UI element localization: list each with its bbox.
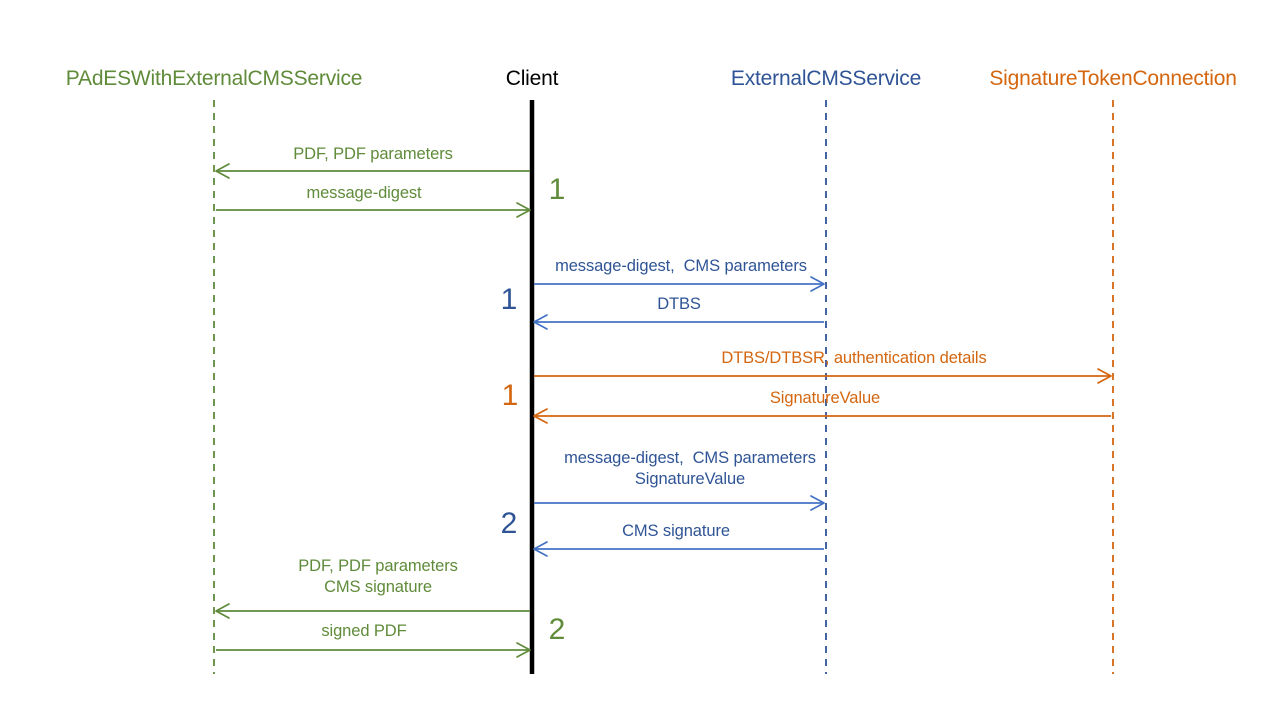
step-number-s3: 1: [501, 379, 519, 412]
actor-label-client: Client: [505, 67, 559, 90]
message-label-m2: message-digest: [306, 184, 422, 202]
actor-label-token: SignatureTokenConnection: [989, 67, 1237, 90]
arrowhead-m8: [533, 541, 548, 557]
message-m8: [533, 541, 824, 557]
message-m10: [216, 642, 531, 658]
actor-label-ecms: ExternalCMSService: [730, 67, 922, 90]
arrowhead-m9: [215, 603, 230, 619]
arrowhead-m6: [533, 408, 548, 424]
step-number-s2: 1: [500, 283, 518, 316]
message-label-m5: DTBS/DTBSR, authentication details: [721, 349, 987, 367]
message-label-m8: CMS signature: [622, 522, 730, 540]
message-m2: [216, 202, 531, 218]
step-number-s1: 1: [548, 173, 566, 206]
message-m4: [533, 314, 824, 330]
message-label-m6: SignatureValue: [769, 389, 881, 407]
actor-label-pades: PAdESWithExternalCMSService: [65, 67, 363, 90]
arrowhead-m3: [810, 276, 825, 292]
arrowhead-m4: [533, 314, 548, 330]
message-label-m7: message-digest, CMS parameters Signature…: [564, 449, 816, 488]
message-m3: [534, 276, 825, 292]
arrowhead-m2: [516, 202, 531, 218]
message-label-m9: PDF, PDF parameters CMS signature: [298, 557, 458, 596]
arrowhead-m5: [1097, 368, 1112, 384]
message-m1: [215, 163, 530, 179]
message-m7: [534, 495, 825, 511]
step-number-s5: 2: [548, 613, 566, 646]
arrowhead-m7: [810, 495, 825, 511]
message-label-m3: message-digest, CMS parameters: [555, 257, 807, 275]
arrowhead-m1: [215, 163, 230, 179]
arrowhead-m10: [516, 642, 531, 658]
step-number-s4: 2: [500, 507, 518, 540]
message-m6: [533, 408, 1111, 424]
message-label-m1: PDF, PDF parameters: [293, 145, 453, 163]
message-m5: [534, 368, 1112, 384]
message-label-m10: signed PDF: [321, 622, 407, 640]
message-m9: [215, 603, 530, 619]
message-label-m4: DTBS: [657, 295, 701, 313]
